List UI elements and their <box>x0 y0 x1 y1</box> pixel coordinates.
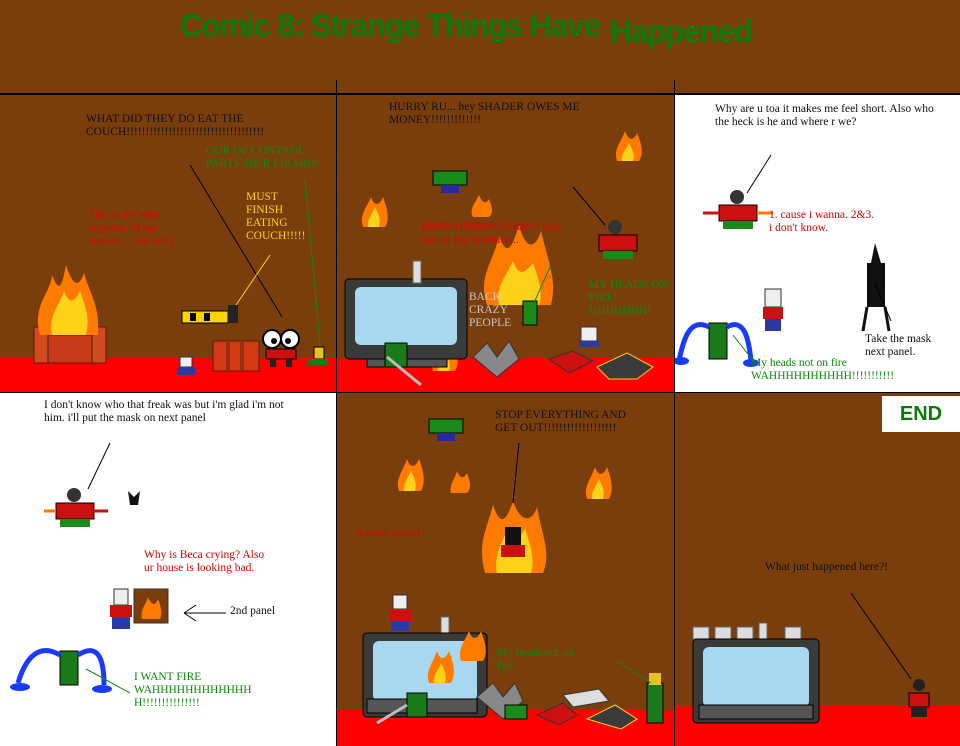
panel-4-green-text: I WANT FIRE WAHHHHHHHHHHHH H!!!!!!!!!!!!… <box>134 671 252 709</box>
sword-hero-icon <box>384 342 422 387</box>
panel-5-red-text: A mask power! <box>355 527 426 539</box>
spiky-machine-icon <box>472 340 654 380</box>
small-lizard-icon <box>308 346 328 365</box>
comic-title: Comic 8: Strange Things Have <box>180 7 601 44</box>
white-robot-icon <box>579 326 599 347</box>
red-robot-icon <box>703 190 773 229</box>
panel-3-red-text: 1. cause i wanna. 2&3. i don't know. <box>769 209 875 234</box>
white-robot-icon <box>763 288 783 331</box>
burning-house-thumbnail-icon <box>133 588 169 624</box>
red-floor <box>0 358 336 392</box>
green-robot-small-icon <box>522 300 538 326</box>
small-white-robot-icon <box>177 356 195 375</box>
panel-6: What just happened here?! <box>675 393 960 746</box>
panel-5-art <box>362 418 664 730</box>
panel-border-left-column <box>336 80 337 746</box>
panel-4: I don't know who that freak was but i'm … <box>0 393 336 746</box>
panel-3-art <box>675 154 892 367</box>
panel-border-right-column <box>674 80 675 746</box>
googly-eyed-robot-icon <box>262 329 300 367</box>
panel-4-caption: I don't know who that freak was but i'm … <box>44 399 284 424</box>
panel-2: HURRY RU... hey SHADER OWES ME MONEY!!!!… <box>337 95 674 392</box>
panel-3-caption: Why are u toa it makes me feel short. Al… <box>715 103 934 128</box>
panel-6-caption: What just happened here?! <box>765 561 888 573</box>
end-label: END <box>882 396 960 432</box>
panel-5-caption: STOP EVERYTHING AND GET OUT!!!!!!!!!!!!!… <box>495 409 626 434</box>
panel-1-yellow-text: MUST FINISH EATING COUCH!!!!! <box>246 191 306 242</box>
fire-icon <box>484 225 554 305</box>
panel-2-gray-text: BACK CRAZY PEOPLE <box>469 291 512 329</box>
panel-1: WHAT DID THEY DO EAT THE COUCH!!!!!!!!!!… <box>0 95 336 392</box>
white-robot-row-icon <box>692 622 802 640</box>
panel-5-green-text: My heads not on fire <box>497 647 574 672</box>
crying-green-robot-icon <box>10 648 112 693</box>
panel-border-top <box>0 93 960 95</box>
panel-1-art <box>33 164 328 375</box>
mask-icon <box>128 491 140 505</box>
comic-header: Comic 8: Strange Things Have Happened <box>0 0 960 92</box>
panel-1-green-text: OUR OF CONTROL PARTY HE R LIZARD! <box>206 145 320 170</box>
panel-2-green-text: MY HEADS ON FIRE! UHHHHHH! <box>589 279 668 317</box>
panel-1-red-text: This is the what happens b4 my comics...… <box>88 209 176 247</box>
television-icon <box>692 638 820 724</box>
panel-6-art <box>692 592 930 724</box>
green-robot-icon <box>428 418 464 441</box>
black-masked-figure-icon <box>861 243 891 332</box>
white-pillar-icon <box>412 260 422 284</box>
white-robot-icon <box>110 588 132 629</box>
yellow-green-robot-icon <box>646 673 664 724</box>
television-icon <box>362 632 488 718</box>
fire-icon <box>397 459 424 491</box>
panel-2-red-text: RRRRRRRRRRRRRR!!! that was in my loobbie… <box>421 221 560 246</box>
panel-4-pointer-text: 2nd panel <box>230 605 276 617</box>
red-robot-icon <box>598 220 638 259</box>
spiky-machine-icon <box>476 682 638 730</box>
yellow-creature-icon <box>181 305 238 324</box>
green-robot-icon <box>432 170 468 193</box>
panel-5: STOP EVERYTHING AND GET OUT!!!!!!!!!!!!!… <box>337 393 674 746</box>
fire-icon <box>361 197 388 227</box>
white-robot-icon <box>389 594 411 631</box>
panel-2-art <box>344 131 654 387</box>
fire-icon <box>471 195 492 217</box>
fire-with-masked-figure-icon <box>482 501 547 573</box>
panel-1-caption: WHAT DID THEY DO EAT THE COUCH!!!!!!!!!!… <box>86 113 265 138</box>
small-red-robot-icon <box>908 679 930 717</box>
fire-icon <box>459 631 486 661</box>
panel-3: Why are u toa it makes me feel short. Al… <box>675 95 960 392</box>
fire-icon <box>427 651 454 683</box>
couch-remains-icon <box>212 340 260 372</box>
panel-border-middle <box>0 392 960 393</box>
fire-icon <box>585 467 612 499</box>
crying-green-robot-icon <box>675 322 759 367</box>
comic-title-continued: Happened <box>610 13 753 50</box>
burning-couch-icon <box>33 265 107 364</box>
panel-2-caption: HURRY RU... hey SHADER OWES ME MONEY!!!!… <box>389 101 580 126</box>
panel-3-green-text: My heads not on fire WAHHHHHHHHHH!!!!!!!… <box>751 357 895 382</box>
red-robot-icon <box>44 488 108 527</box>
panel-3-black-text: Take the mask next panel. <box>865 333 932 358</box>
sword-hero-icon <box>376 692 428 725</box>
fire-icon <box>450 471 470 493</box>
panel-4-art <box>10 442 226 694</box>
panel-4-red-text: Why is Beca crying? Also ur house is loo… <box>144 549 265 574</box>
fire-icon <box>615 131 642 161</box>
